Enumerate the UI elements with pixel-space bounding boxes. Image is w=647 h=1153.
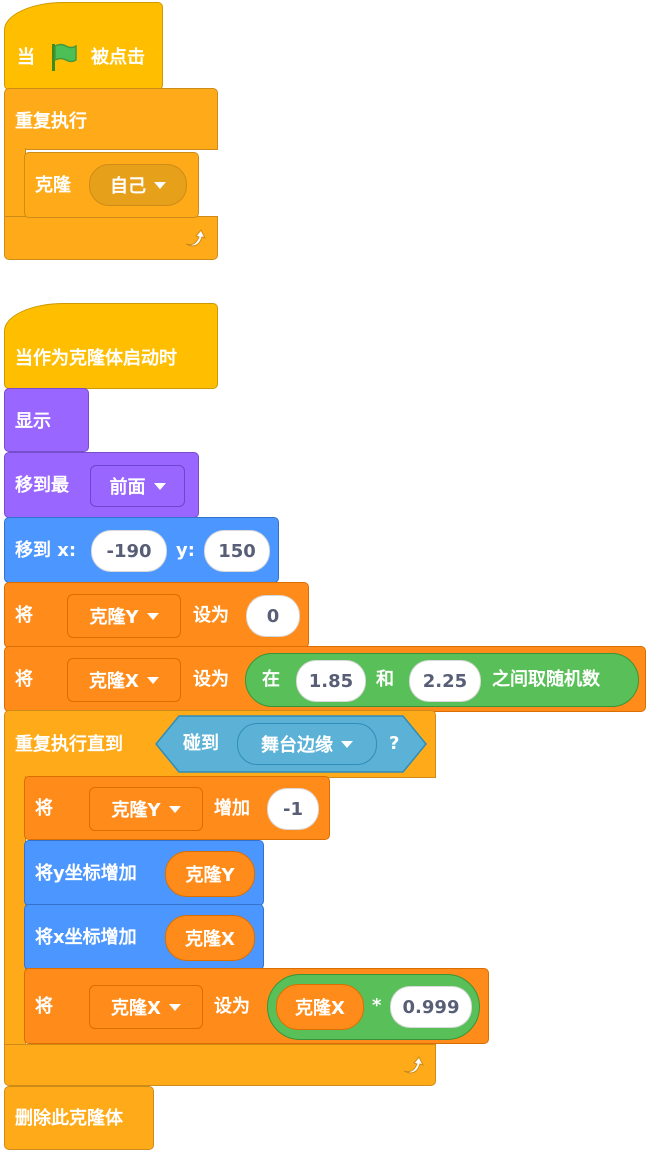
show-block[interactable]: 显示: [4, 388, 89, 452]
chevron-down-icon: [341, 740, 353, 748]
variable-dropdown-clone-x[interactable]: 克隆X: [89, 985, 203, 1029]
variable-dropdown-clone-x[interactable]: 克隆X: [67, 658, 181, 702]
change-x-by-block[interactable]: 将x坐标增加 克隆X: [24, 904, 264, 970]
chevron-down-icon: [153, 482, 166, 490]
clone-y-reporter[interactable]: 克隆Y: [165, 851, 255, 897]
y-input[interactable]: 150: [204, 530, 270, 572]
change-clone-y-block[interactable]: 将 克隆Y 增加 -1: [24, 776, 330, 840]
when-flag-clicked-hat[interactable]: 当 被点击: [4, 2, 163, 90]
set-to-label: 设为: [193, 605, 229, 626]
variable-dropdown-clone-y[interactable]: 克隆Y: [67, 594, 181, 638]
goto-x-label: 移到 x:: [15, 540, 77, 561]
forever-arm: [4, 148, 26, 218]
multiply-operator: *: [372, 995, 382, 1016]
set-to-label: 设为: [193, 669, 229, 690]
set-word: 将: [15, 669, 33, 690]
show-label: 显示: [15, 411, 51, 432]
chevron-down-icon: [146, 676, 159, 684]
clone-start-label: 当作为克隆体启动时: [15, 348, 177, 369]
forever-block[interactable]: 重复执行: [4, 88, 218, 150]
multiply-reporter[interactable]: 克隆X * 0.999: [267, 974, 480, 1040]
goto-layer-label: 移到最: [15, 475, 69, 496]
variable-name: 克隆Y: [111, 800, 161, 821]
variable-dropdown-clone-y[interactable]: 克隆Y: [89, 787, 203, 831]
question-mark: ?: [389, 733, 400, 754]
green-flag-icon: [49, 41, 79, 78]
clone-label: 克隆: [35, 175, 71, 196]
set-to-label: 设为: [214, 996, 250, 1017]
set-clone-x-multiply-block[interactable]: 将 克隆X 设为 克隆X * 0.999: [24, 968, 489, 1044]
change-y-by-block[interactable]: 将y坐标增加 克隆Y: [24, 840, 264, 906]
touching-label: 碰到: [183, 733, 219, 754]
change-value-input[interactable]: -1: [267, 788, 319, 830]
change-x-label: 将x坐标增加: [35, 927, 137, 948]
random-from-input[interactable]: 1.85: [296, 660, 366, 702]
chevron-down-icon: [168, 1003, 181, 1011]
random-end-label: 之间取随机数: [492, 669, 600, 690]
forever-bottom: [4, 216, 218, 260]
set-word: 将: [35, 798, 53, 819]
hat-when-label: 当: [17, 47, 35, 68]
repeat-until-label: 重复执行直到: [15, 734, 123, 755]
clone-x-reporter[interactable]: 克隆X: [165, 915, 255, 961]
repeat-until-bottom: [4, 1044, 436, 1086]
layer-value: 前面: [109, 477, 146, 498]
random-and-label: 和: [376, 669, 394, 690]
loop-arrow-icon: [399, 1052, 425, 1083]
touching-target-dropdown[interactable]: 舞台边缘: [237, 723, 377, 765]
set-word: 将: [15, 605, 33, 626]
go-to-layer-block[interactable]: 移到最 前面: [4, 452, 199, 518]
go-to-xy-block[interactable]: 移到 x: -190 y: 150: [4, 517, 279, 583]
chevron-down-icon: [168, 805, 181, 813]
repeat-until-block[interactable]: 重复执行直到 碰到 舞台边缘 ?: [4, 710, 436, 778]
clone-x-reporter[interactable]: 克隆X: [276, 984, 364, 1030]
random-in-label: 在: [262, 669, 280, 690]
variable-name: 克隆Y: [89, 607, 139, 628]
loop-arrow-icon: [181, 225, 207, 256]
delete-clone-block[interactable]: 删除此克隆体: [4, 1086, 154, 1150]
forever-label: 重复执行: [15, 111, 87, 132]
change-by-label: 增加: [214, 798, 250, 819]
pick-random-reporter[interactable]: 在 1.85 和 2.25 之间取随机数: [245, 653, 639, 707]
when-start-as-clone-hat[interactable]: 当作为克隆体启动时: [4, 303, 218, 389]
set-clone-x-block[interactable]: 将 克隆X 设为 在 1.85 和 2.25 之间取随机数: [4, 646, 646, 712]
hat-clicked-label: 被点击: [91, 47, 145, 68]
set-clone-y-block[interactable]: 将 克隆Y 设为 0: [4, 582, 309, 648]
random-to-input[interactable]: 2.25: [409, 660, 481, 702]
variable-name: 克隆X: [111, 998, 161, 1019]
clone-target-dropdown[interactable]: 自己: [89, 164, 187, 206]
set-y-input[interactable]: 0: [246, 595, 300, 637]
clone-target-value: 自己: [110, 176, 146, 197]
change-y-label: 将y坐标增加: [35, 863, 137, 884]
delete-clone-label: 删除此克隆体: [15, 1108, 123, 1129]
variable-name: 克隆X: [89, 671, 139, 692]
set-word: 将: [35, 996, 53, 1017]
touching-target-value: 舞台边缘: [261, 735, 333, 756]
layer-dropdown[interactable]: 前面: [90, 465, 185, 507]
x-input[interactable]: -190: [91, 530, 167, 572]
multiply-value-input[interactable]: 0.999: [390, 986, 472, 1028]
touching-boolean[interactable]: 碰到 舞台边缘 ?: [155, 715, 427, 773]
goto-y-label: y:: [176, 540, 195, 561]
chevron-down-icon: [146, 612, 159, 620]
chevron-down-icon: [154, 181, 166, 189]
create-clone-block[interactable]: 克隆 自己: [24, 152, 199, 218]
repeat-until-arm: [4, 776, 26, 1046]
